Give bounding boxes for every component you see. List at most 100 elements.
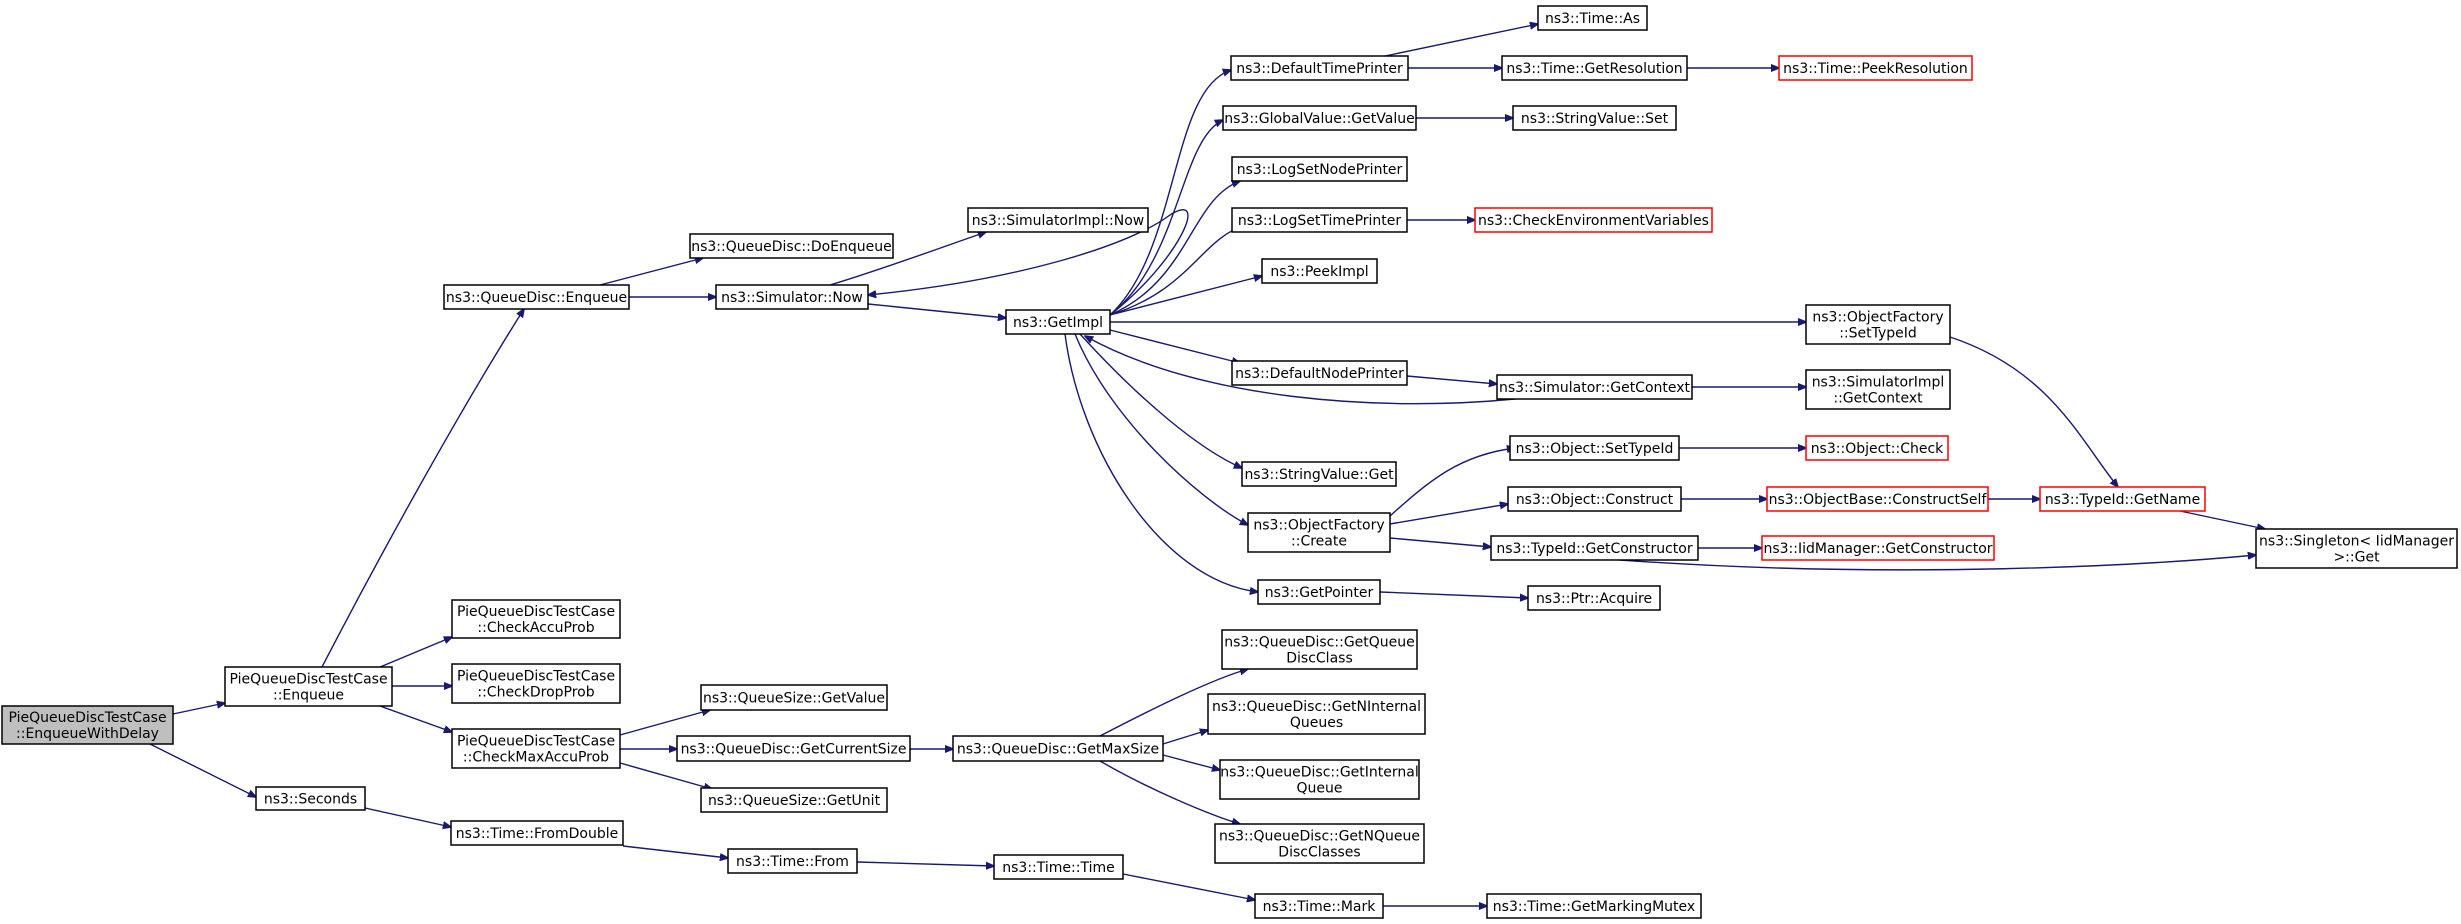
node-do-enqueue[interactable]: ns3::QueueDisc::DoEnqueue [689,233,894,259]
node-simimpl-now[interactable]: ns3::SimulatorImpl::Now [967,207,1149,233]
node-box [1766,486,1989,512]
edge-get_impl-to-get_pointer [1064,333,1258,592]
node-time-get-resolution[interactable]: ns3::Time::GetResolution [1501,55,1688,81]
node-singleton-get[interactable]: ns3::Singleton< IidManager>::Get [2255,528,2458,569]
node-label: PieQueueDiscTestCase [457,669,615,685]
node-enqueue[interactable]: PieQueueDiscTestCase::Enqueue [224,666,393,707]
node-stringvalue-get[interactable]: ns3::StringValue::Get [1241,461,1397,487]
node-peek-impl[interactable]: ns3::PeekImpl [1261,258,1378,284]
node-box [451,728,621,769]
node-get-current-size[interactable]: ns3::QueueDisc::GetCurrentSize [676,735,911,762]
edge-get_impl-to-log_set_node_printer [1109,181,1240,316]
node-box [451,599,621,639]
node-object-set-type-id[interactable]: ns3::Object::SetTypeId [1509,435,1680,461]
node-get-max-size[interactable]: ns3::QueueDisc::GetMaxSize [952,735,1164,762]
node-box [1231,360,1408,386]
node-get-impl[interactable]: ns3::GetImpl [1005,309,1111,335]
node-label: ::SetTypeId [1839,326,1917,342]
node-label: Queue [1297,781,1343,797]
node-check-drop[interactable]: PieQueueDiscTestCase::CheckDropProb [451,663,621,704]
node-object-check[interactable]: ns3::Object::Check [1805,435,1949,461]
node-box [1805,369,1951,410]
edge-get_max_size-to-get_n_internal_queues [1162,730,1208,745]
node-objfactory-set-type-id[interactable]: ns3::ObjectFactory::SetTypeId [1805,304,1951,345]
node-seconds[interactable]: ns3::Seconds [255,786,366,811]
node-qd-enqueue[interactable]: ns3::QueueDisc::Enqueue [443,284,630,310]
node-qs-getvalue[interactable]: ns3::QueueSize::GetValue [700,684,888,711]
node-object-construct[interactable]: ns3::Object::Construct [1507,486,1682,512]
node-time-time[interactable]: ns3::Time::Time [993,854,1124,880]
edge-qd_enqueue-to-do_enqueue [599,258,703,286]
node-default-time-printer[interactable]: ns3::DefaultTimePrinter [1230,55,1409,81]
node-box [2039,486,2206,512]
edge-enqueue-to-check_max [379,705,452,732]
node-ptr-acquire[interactable]: ns3::Ptr::Acquire [1527,585,1661,611]
node-get-pointer[interactable]: ns3::GetPointer [1257,579,1381,605]
node-box [1496,374,1693,400]
node-label: ns3::Object::Construct [1516,492,1674,508]
node-log-set-node-printer[interactable]: ns3::LogSetNodePrinter [1231,156,1408,182]
node-typeid-get-constructor[interactable]: ns3::TypeId::GetConstructor [1490,535,1699,561]
edge-get_max_size-to-get_internal_queue [1162,754,1220,770]
node-from-double[interactable]: ns3::Time::FromDouble [450,820,624,846]
node-label: ns3::GlobalValue::GetValue [1224,111,1414,127]
node-log-set-time-printer[interactable]: ns3::LogSetTimePrinter [1231,207,1408,233]
node-iidmanager-get-constructor[interactable]: ns3::IidManager::GetConstructor [1761,535,1995,561]
node-label: ns3::CheckEnvironmentVariables [1478,213,1709,229]
node-sim-now[interactable]: ns3::Simulator::Now [715,284,869,310]
node-stringvalue-set[interactable]: ns3::StringValue::Set [1512,105,1677,131]
node-check-max[interactable]: PieQueueDiscTestCase::CheckMaxAccuProb [451,728,621,769]
node-box [1241,461,1397,487]
node-label: PieQueueDiscTestCase [8,710,166,726]
node-label: ns3::ObjectBase::ConstructSelf [1769,492,1988,508]
node-box [1221,629,1418,670]
node-time-as[interactable]: ns3::Time::As [1537,5,1648,31]
node-check-env-vars[interactable]: ns3::CheckEnvironmentVariables [1474,207,1713,233]
node-qs-getunit[interactable]: ns3::QueueSize::GetUnit [700,787,888,813]
node-label: ns3::Object::SetTypeId [1516,441,1674,457]
edge-get_impl-to-sim_now [868,209,1189,316]
node-box [1761,535,1995,561]
node-typeid-get-name[interactable]: ns3::TypeId::GetName [2039,486,2206,512]
node-label: ns3::DefaultTimePrinter [1236,61,1403,77]
node-simimpl-get-context[interactable]: ns3::SimulatorImpl::GetContext [1805,369,1951,410]
node-box [1005,309,1111,335]
node-objectbase-construct-self[interactable]: ns3::ObjectBase::ConstructSelf [1766,486,1989,512]
node-root[interactable]: PieQueueDiscTestCase::EnqueueWithDelay [1,705,174,745]
edge-from_double-to-time_from [622,845,728,858]
node-label: ns3::Time::GetResolution [1506,61,1682,77]
node-box [700,787,888,813]
node-label: DiscClasses [1278,845,1360,861]
node-box [1805,304,1951,345]
edge-sim_now-to-simimpl_now [829,232,986,286]
node-box [700,684,888,711]
node-label: DiscClass [1286,651,1353,667]
node-sim-get-context[interactable]: ns3::Simulator::GetContext [1496,374,1693,400]
node-time-peek-resolution[interactable]: ns3::Time::PeekResolution [1778,55,1973,81]
edge-root-to-enqueue [172,703,225,715]
node-box [952,735,1164,762]
node-box [1231,207,1408,233]
node-label: ns3::QueueDisc::GetNQueue [1219,829,1420,845]
node-label: ns3::Time::From [736,854,849,870]
node-default-node-printer[interactable]: ns3::DefaultNodePrinter [1231,360,1408,386]
node-objfactory-create[interactable]: ns3::ObjectFactory::Create [1247,512,1391,553]
node-label: ns3::QueueSize::GetValue [703,691,885,707]
node-box [1509,435,1680,461]
node-time-from[interactable]: ns3::Time::From [727,848,858,874]
node-globalvalue-getvalue[interactable]: ns3::GlobalValue::GetValue [1222,105,1417,131]
node-label: ns3::SimulatorImpl::Now [972,213,1145,229]
node-check-accu[interactable]: PieQueueDiscTestCase::CheckAccuProb [451,599,621,639]
node-time-mark[interactable]: ns3::Time::Mark [1254,893,1384,919]
node-label: ns3::SimulatorImpl [1812,375,1945,391]
node-time-get-marking-mutex[interactable]: ns3::Time::GetMarkingMutex [1486,893,1702,919]
node-box [1257,579,1381,605]
node-label: ns3::ObjectFactory [1812,310,1943,326]
edge-objfactory_set_type_id-to-typeid_get_name [1949,336,2118,487]
node-label: ns3::LogSetTimePrinter [1238,213,1402,229]
